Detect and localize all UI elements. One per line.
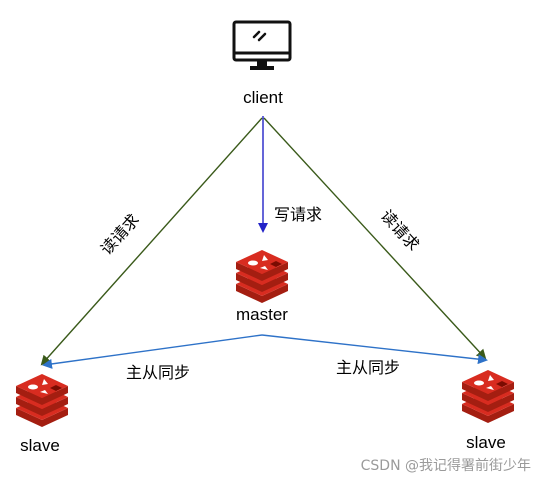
- read-request-right-arrow: [263, 117, 487, 360]
- write-request-label: 写请求: [274, 205, 322, 224]
- sync-right-label: 主从同步: [336, 358, 400, 377]
- csdn-watermark: CSDN @我记得署前街少年: [361, 457, 531, 474]
- master-slave-sync-left-arrow: [42, 334, 263, 369]
- monitor-icon: [232, 20, 292, 70]
- left-slave-label: slave: [20, 436, 60, 455]
- right-slave-redis-icon: [462, 370, 514, 423]
- read-request-left-arrow: [40, 117, 263, 366]
- master-label: master: [236, 305, 288, 324]
- sync-left-label: 主从同步: [126, 363, 190, 382]
- right-slave-label: slave: [466, 433, 506, 452]
- left-slave-redis-icon: [16, 374, 68, 427]
- master-slave-sync-right-arrow: [261, 334, 488, 365]
- client-label: client: [243, 88, 283, 107]
- master-redis-icon: [236, 250, 288, 303]
- read-request-left-label: 读请求: [97, 210, 143, 258]
